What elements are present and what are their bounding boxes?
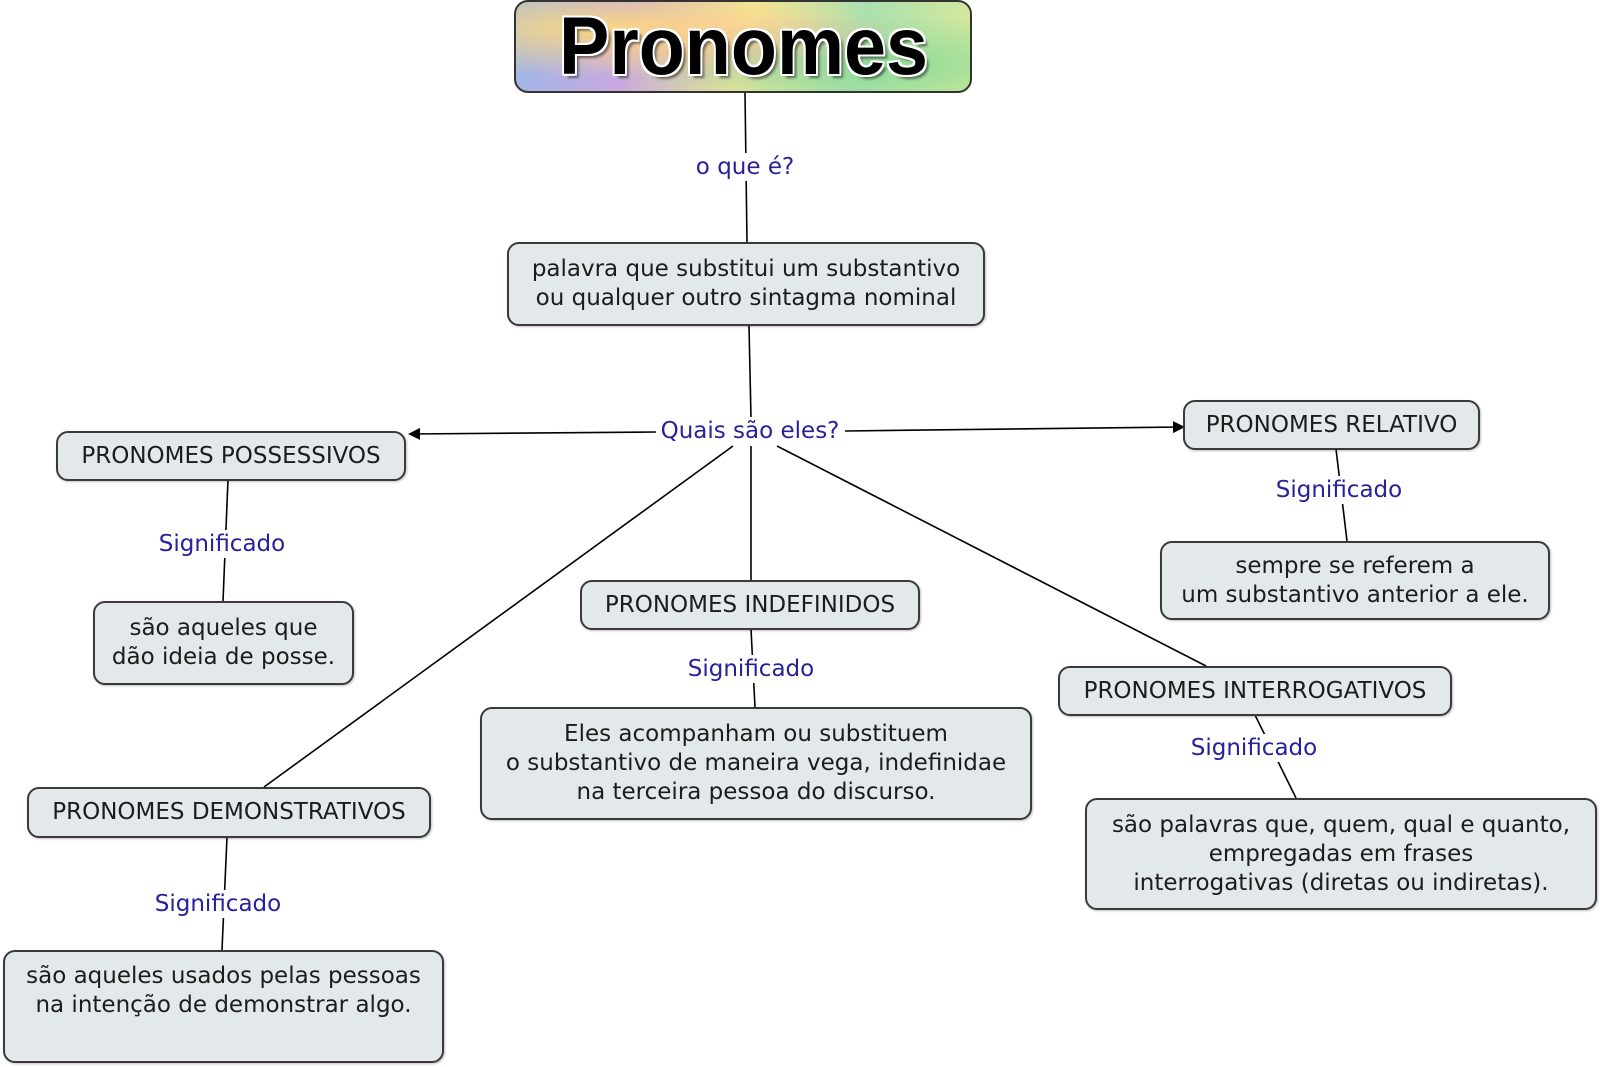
- meaning-relativo: sempre se referem a um substantivo anter…: [1160, 541, 1550, 620]
- meaning-indefinidos: Eles acompanham ou substituem o substant…: [480, 707, 1032, 820]
- node-pronomes-interrogativos: PRONOMES INTERROGATIVOS: [1058, 666, 1452, 716]
- definition-node: palavra que substitui um substantivo ou …: [507, 242, 985, 326]
- link-label-what-is: o que é?: [693, 153, 797, 181]
- node-pronomes-indefinidos: PRONOMES INDEFINIDOS: [580, 580, 920, 630]
- meaning-interrogativos: são palavras que, quem, qual e quanto, e…: [1085, 798, 1597, 910]
- meaning-possessivos: são aqueles que dão ideia de posse.: [93, 601, 354, 685]
- node-pronomes-possessivos: PRONOMES POSSESSIVOS: [56, 431, 406, 481]
- link-label-significado-indefinidos: Significado: [685, 655, 817, 683]
- title-node: Pronomes: [514, 0, 972, 93]
- link-label-significado-interrogativos: Significado: [1188, 734, 1320, 762]
- title-text: Pronomes: [558, 1, 928, 92]
- node-pronomes-demonstrativos: PRONOMES DEMONSTRATIVOS: [27, 787, 431, 838]
- link-label-significado-relativo: Significado: [1273, 476, 1405, 504]
- line-interrogativos: [776, 445, 1207, 667]
- link-label-significado-possessivos: Significado: [156, 530, 288, 558]
- line-demonstrativos: [263, 445, 734, 788]
- meaning-demonstrativos: são aqueles usados pelas pessoas na inte…: [3, 950, 444, 1063]
- arrow-relativo: [844, 421, 1185, 434]
- node-pronomes-relativo: PRONOMES RELATIVO: [1183, 400, 1480, 450]
- link-label-which-are: Quais são eles?: [658, 417, 842, 445]
- line-definition-branch: [748, 325, 752, 419]
- arrow-possessivos: [408, 427, 657, 440]
- link-label-significado-demonstrativos: Significado: [152, 890, 284, 918]
